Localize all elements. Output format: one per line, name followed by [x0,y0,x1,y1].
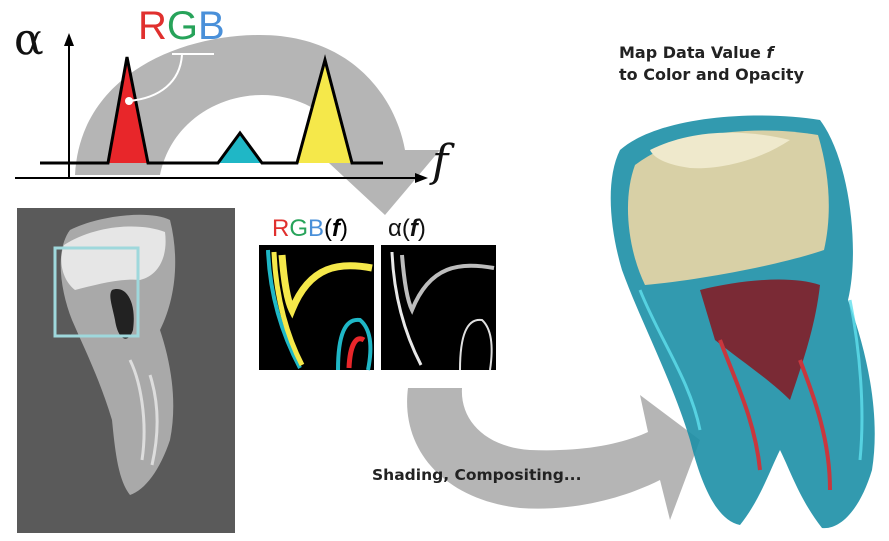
map-caption-f: f [766,43,774,62]
alphaf-f: f [409,215,418,242]
rgb-pointer [125,53,214,105]
alpha-axis-label: α [14,14,44,65]
top-curved-arrow [75,35,440,215]
alphaf-label: α(f) [388,217,426,241]
rgb-g: G [166,4,199,48]
alphaf-alpha: α( [388,215,410,242]
rgb-b: B [198,4,225,48]
alphaf-close: ) [417,215,426,242]
cyan-peak [218,133,262,163]
rgbf-open: ( [324,215,333,242]
transfer-function-axes [15,33,428,183]
shading-caption: Shading, Compositing... [372,466,582,484]
map-caption-text1: Map Data Value [619,43,767,62]
yellow-peak [297,60,352,163]
f-axis-label: f [432,136,449,187]
rendered-tooth-image [610,115,875,529]
rgb-label: RGB [138,6,225,46]
transfer-function-curve [40,54,383,165]
rgbf-b: B [308,215,325,242]
rgb-r: R [138,4,167,48]
rgbf-f: f [332,215,341,242]
map-caption-line1: Map Data Value f [619,42,804,64]
map-caption-line2: to Color and Opacity [619,65,804,84]
rgb-mapped-zoom [259,245,374,371]
rgbf-g: G [289,215,309,242]
red-peak [108,57,148,163]
alpha-mapped-zoom [381,245,496,371]
bottom-curved-arrow [407,388,700,520]
rgbf-r: R [272,215,290,242]
ct-slice-image [17,208,235,533]
map-caption: Map Data Value f to Color and Opacity [619,42,804,86]
rgbf-close: ) [340,215,349,242]
roi-box [53,246,140,338]
rgbf-label: RGB(f) [272,217,348,241]
